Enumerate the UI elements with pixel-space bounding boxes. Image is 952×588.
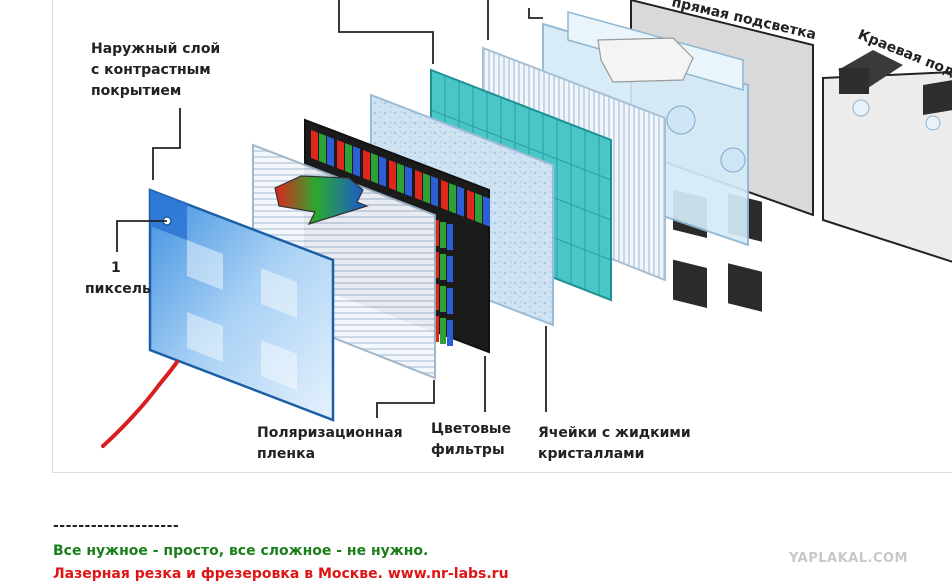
signature-quote: Все нужное - просто, все сложное - не ну… — [53, 543, 429, 559]
post-image-panel: Наружный слой с контрастным покрытием 1 … — [52, 0, 952, 473]
label-color-filters-1: Цветовые — [431, 421, 511, 437]
site-watermark: YAPLAKAL.COM — [789, 551, 908, 566]
label-polarizer-1: Поляризационная — [257, 425, 403, 441]
label-pixel-word: пиксель — [85, 281, 151, 297]
signature-divider: -------------------- — [53, 518, 180, 534]
red-annotation-stroke — [101, 360, 179, 448]
label-outer-layer-2: с контрастным — [91, 62, 211, 78]
signature-ad-link[interactable]: Лазерная резка и фрезеровка в Москве. ww… — [53, 566, 509, 582]
outer-glass-layer — [148, 188, 335, 422]
label-polarizer-2: пленка — [257, 446, 315, 462]
label-lc-cells-2: кристаллами — [538, 446, 644, 462]
label-lc-cells-1: Ячейки с жидкими — [538, 425, 691, 441]
callout-lines — [116, 0, 547, 418]
label-pixel-number: 1 — [111, 260, 121, 276]
label-outer-layer-1: Наружный слой — [91, 41, 220, 57]
lcd-layers-diagram: Наружный слой с контрастным покрытием 1 … — [85, 0, 952, 462]
label-outer-layer-3: покрытием — [91, 83, 181, 99]
edge-backlight-layer — [822, 50, 952, 263]
label-color-filters-2: фильтры — [431, 442, 505, 458]
